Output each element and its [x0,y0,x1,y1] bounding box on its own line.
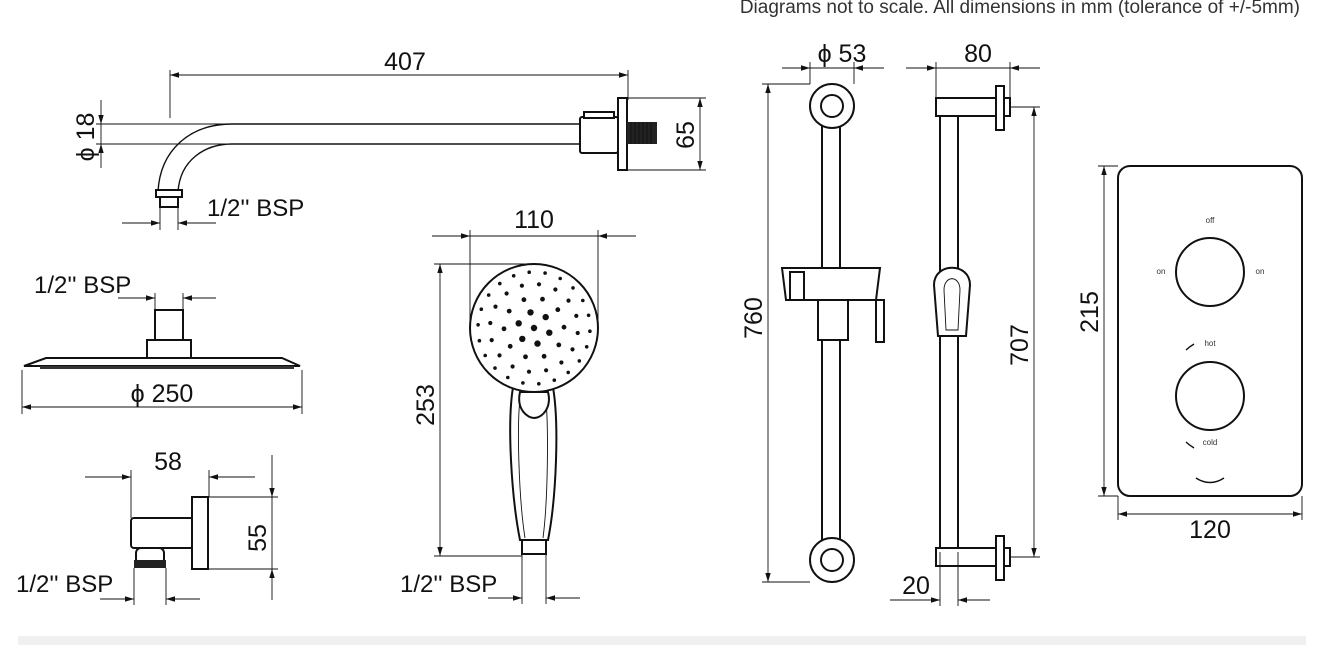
valve-width-label: 120 [1189,516,1231,544]
valve-height-label: 215 [1076,291,1104,333]
handset-thread-label: 1/2'' BSP [400,571,497,598]
nozzle-dot [493,304,498,309]
arm-height-label: 65 [672,121,700,149]
nozzle-dot [588,329,592,334]
nozzle-dot [511,274,516,278]
nozzle-dot [571,286,575,290]
nozzle-dot [544,368,549,373]
nozzle-dot [527,270,531,275]
nozzle-dot [536,282,542,287]
nozzle-dot [498,281,502,286]
nozzle-dot [507,343,513,349]
head-thread-label: 1/2'' BSP [34,272,131,299]
elbow-height-label: 55 [244,524,272,552]
arm-diameter-label: ϕ 18 [72,113,100,162]
head-diameter-label: ϕ 250 [131,380,194,408]
shower-head-drawing: 1/2'' BSP ϕ 250 [21,272,303,414]
nozzle-dot [476,323,480,327]
nozzle-dot [523,354,528,360]
nozzle-dot [570,347,575,352]
nozzle-dot [581,298,585,303]
nozzle-dot [543,271,547,275]
nozzle-dot [553,287,558,292]
nozzle-dot [555,307,561,313]
nozzle-dot [521,297,527,303]
nozzle-dot [558,276,562,281]
nozzle-dot [506,375,510,380]
rail-offset-label: 20 [902,572,930,600]
nozzle-dot [527,309,534,316]
nozzle-dot [566,298,571,303]
arm-thread-label: 1/2'' BSP [207,195,304,222]
slide-rail-front-drawing: ϕ 53 760 [740,40,885,583]
nozzle-dot [575,330,580,336]
valve-cold-label: cold [1203,438,1218,447]
elbow-width-label: 58 [154,448,182,476]
arm-length-label: 407 [384,48,426,76]
wall-elbow-drawing: 58 55 1/2'' BSP [16,448,278,605]
nozzle-pattern [476,270,592,386]
hand-shower-drawing: 110 253 1/2'' BSP [400,206,636,604]
nozzle-dot [477,338,482,343]
handset-length-label: 253 [412,384,440,426]
nozzle-dot [577,359,582,363]
nozzle-dot [526,369,532,374]
nozzle-dot [519,283,525,288]
nozzle-dot [546,329,553,336]
nozzle-dot [566,370,570,375]
nozzle-dot [552,378,557,383]
nozzle-dot [501,326,507,332]
nozzle-dot [489,338,494,343]
nozzle-dot [541,353,547,359]
nozzle-dot [521,381,525,385]
rail-length-label: 760 [740,297,768,339]
nozzle-dot [584,345,589,349]
slide-rail-side-drawing: 80 707 20 [890,40,1040,606]
nozzle-dot [534,340,541,347]
nozzle-dot [506,308,512,314]
rail-diameter-label: ϕ 53 [818,40,867,68]
nozzle-dot [556,342,562,348]
footer-band [18,636,1306,645]
nozzle-dot [542,313,549,321]
nozzle-dot [479,307,484,312]
nozzle-dot [493,366,497,370]
nozzle-dot [510,364,515,369]
nozzle-dot [504,291,509,296]
nozzle-dot [586,313,591,318]
nozzle-dot [515,320,522,327]
nozzle-dot [488,320,493,326]
nozzle-dot [574,313,579,318]
nozzle-dot [530,324,538,332]
elbow-thread-label: 1/2'' BSP [16,571,113,598]
nozzle-dot [540,296,545,302]
nozzle-dot [559,360,564,365]
scale-note: Diagrams not to scale. All dimensions in… [739,0,1300,18]
valve-hot-label: hot [1204,339,1216,348]
valve-plate-drawing: off on on hot cold 215 120 [1076,165,1303,544]
nozzle-dot [497,353,502,358]
handset-width-label: 110 [514,206,554,234]
nozzle-dot [483,353,488,358]
rail-inner-label: 707 [1006,324,1034,366]
nozzle-dot [486,293,491,297]
nozzle-dot [537,382,541,386]
nozzle-dot [561,324,567,330]
valve-on-left-label: on [1157,267,1166,276]
valve-off-label: off [1206,216,1216,225]
shower-arm-drawing: 407 ϕ 18 65 1/2'' BSP [72,48,706,230]
nozzle-dot [519,335,526,343]
rail-depth-label: 80 [964,40,992,68]
valve-on-right-label: on [1256,267,1265,276]
